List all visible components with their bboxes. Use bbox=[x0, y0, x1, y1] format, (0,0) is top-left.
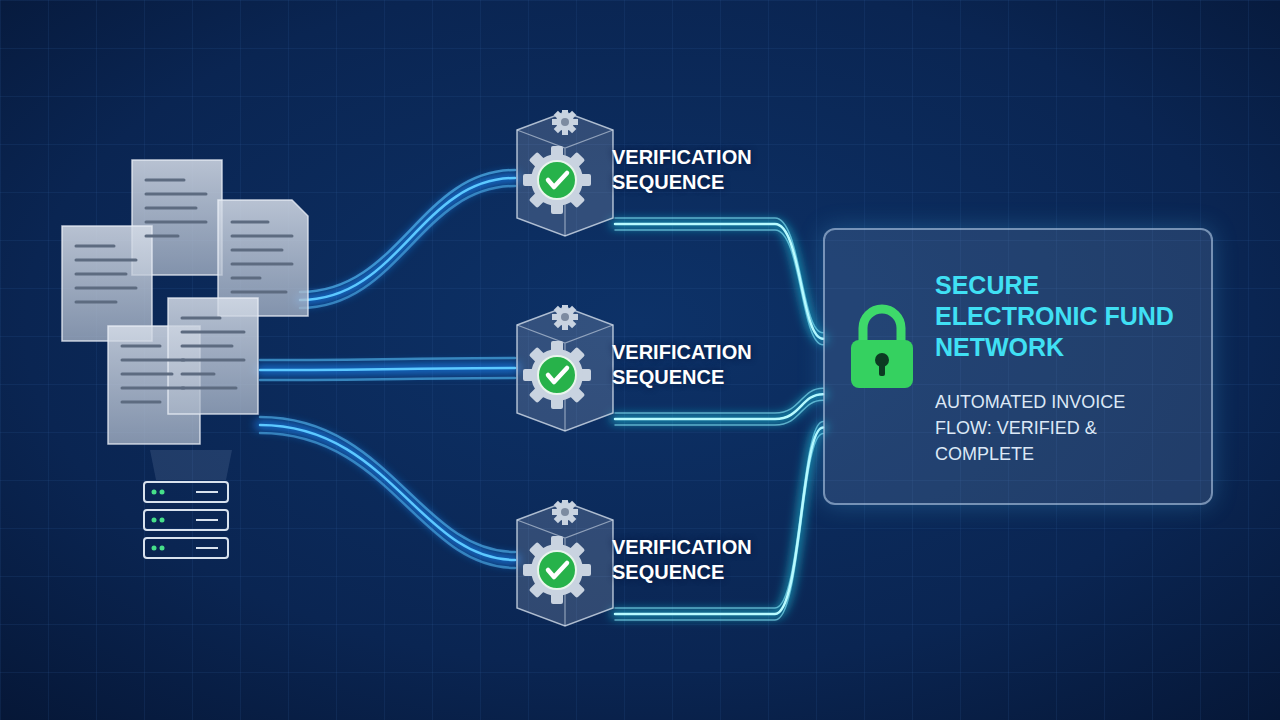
verification-cube: VERIFICATION SEQUENCE bbox=[515, 500, 615, 628]
stream-line bbox=[615, 433, 823, 620]
network-panel: SECURE ELECTRONIC FUND NETWORK AUTOMATED … bbox=[823, 228, 1213, 505]
cube-label: VERIFICATION SEQUENCE bbox=[612, 535, 762, 585]
stream-line bbox=[615, 230, 823, 345]
stream-line bbox=[615, 388, 823, 413]
cube-label: VERIFICATION SEQUENCE bbox=[612, 340, 762, 390]
cube-icon bbox=[515, 500, 615, 628]
cube-label: VERIFICATION SEQUENCE bbox=[612, 145, 762, 195]
stream-line bbox=[615, 218, 823, 333]
data-stream-connector bbox=[615, 388, 823, 425]
cube-icon bbox=[515, 305, 615, 433]
data-stream-connector bbox=[615, 218, 823, 345]
verification-cube: VERIFICATION SEQUENCE bbox=[515, 305, 615, 433]
stream-line bbox=[615, 394, 823, 419]
panel-subtitle: AUTOMATED INVOICE FLOW: VERIFIED & COMPL… bbox=[935, 389, 1185, 467]
stream-line bbox=[615, 224, 823, 339]
stream-line bbox=[615, 427, 823, 614]
padlock-icon bbox=[847, 304, 917, 390]
panel-title: SECURE ELECTRONIC FUND NETWORK bbox=[935, 270, 1195, 363]
stream-line bbox=[615, 400, 823, 425]
verification-cube: VERIFICATION SEQUENCE bbox=[515, 110, 615, 238]
stream-line bbox=[615, 224, 823, 339]
data-stream-connector bbox=[615, 421, 823, 620]
stream-line bbox=[615, 427, 823, 614]
cube-icon bbox=[515, 110, 615, 238]
stream-line bbox=[615, 394, 823, 419]
